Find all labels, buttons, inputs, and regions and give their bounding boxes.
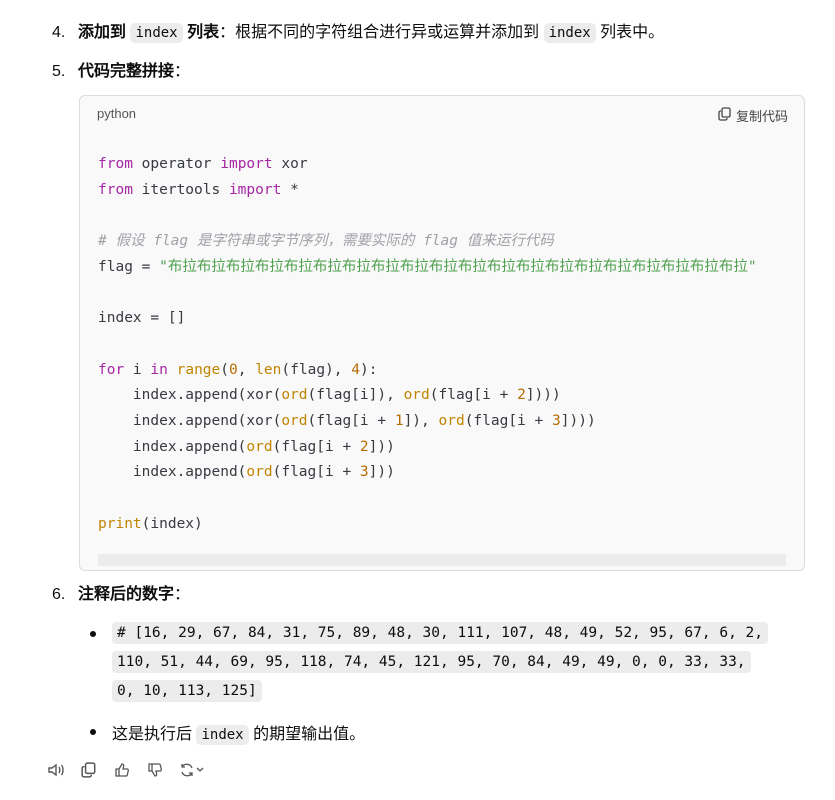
code-line: index.append(ord(flag[i + 3])) <box>98 460 757 486</box>
bullet-icon <box>90 729 96 735</box>
code-line: print(index) <box>98 512 757 538</box>
code-token: (flag[i + <box>272 464 360 481</box>
code-token: index.append( <box>98 464 247 481</box>
code-token: itertools <box>132 181 229 198</box>
code-token: ): <box>359 361 378 378</box>
code-token: "布拉布拉布拉布拉布拉布拉布拉布拉布拉布拉布拉布拉布拉布拉布拉布拉布拉布拉布拉布… <box>159 258 757 275</box>
code-token: 0 <box>229 361 238 378</box>
step-text: ：根据不同的字符组合进行异或运算并添加到 <box>219 24 540 41</box>
code-token: * <box>281 181 299 198</box>
code-line: # 假设 flag 是字符串或字节序列，需要实际的 flag 值来运行代码 <box>98 229 757 255</box>
code-token: ord <box>281 412 308 429</box>
code-token: (flag), <box>281 361 352 378</box>
code-token: range <box>176 361 221 378</box>
code-token: ]))) <box>525 387 561 404</box>
code-line <box>98 280 757 306</box>
code-token: print <box>98 515 142 532</box>
code-line: index = [] <box>98 306 757 332</box>
code-token: , <box>237 361 256 378</box>
code-token: xor <box>272 156 308 172</box>
regenerate-icon[interactable] <box>178 760 208 780</box>
step-4: 4.添加到 index 列表：根据不同的字符组合进行异或运算并添加到 index… <box>52 23 665 43</box>
copy-code-button[interactable]: 复制代码 <box>718 106 788 125</box>
bullet-icon <box>90 631 96 637</box>
code-token: index.append( <box>98 438 247 455</box>
step-5: 5.代码完整拼接： <box>52 63 191 80</box>
step-title: 列表 <box>187 24 220 41</box>
code-token: (index) <box>141 515 203 532</box>
code-token: ord <box>246 464 273 481</box>
inline-code: index <box>543 23 596 43</box>
expected-array: # [16, 29, 67, 84, 31, 75, 89, 48, 30, 1… <box>112 619 812 706</box>
code-token: for <box>98 361 125 378</box>
code-token: len <box>255 361 282 378</box>
code-token: in <box>150 361 168 378</box>
step-6: 6.注释后的数字： <box>52 586 191 603</box>
code-token: (flag[i]), <box>307 387 404 404</box>
array-line: # [16, 29, 67, 84, 31, 75, 89, 48, 30, 1… <box>112 622 769 644</box>
inline-code: index <box>196 725 249 745</box>
code-token: ]), <box>403 412 439 429</box>
message-actions <box>46 760 208 780</box>
code-token: import <box>220 156 273 172</box>
step-title: 添加到 <box>78 24 127 41</box>
horizontal-scrollbar[interactable] <box>98 554 786 566</box>
code-token: 3 <box>552 412 561 429</box>
step-text: 列表中。 <box>600 24 665 41</box>
code-token: ])) <box>368 464 395 481</box>
code-token: index.append(xor( <box>98 387 282 404</box>
code-token: 3 <box>359 464 369 481</box>
copy-icon[interactable] <box>79 760 99 780</box>
code-token: i <box>124 361 151 378</box>
code-token: operator <box>132 156 221 172</box>
code-token: import <box>228 181 282 198</box>
code-line: flag = "布拉布拉布拉布拉布拉布拉布拉布拉布拉布拉布拉布拉布拉布拉布拉布拉… <box>98 255 757 281</box>
thumbs-up-icon[interactable] <box>112 760 132 780</box>
code-line <box>98 332 757 358</box>
code-token: 2 <box>517 387 526 404</box>
step-title: 注释后的数字 <box>78 586 175 603</box>
code-token: from <box>98 181 133 198</box>
code-line <box>98 203 757 229</box>
code-token: ]))) <box>560 412 596 429</box>
thumbs-down-icon[interactable] <box>145 760 165 780</box>
code-token: from <box>98 156 133 172</box>
code-token: (flag[i + <box>429 387 518 404</box>
note: 这是执行后 index 的期望输出值。 <box>112 725 366 745</box>
code-token: (flag[i + <box>272 438 360 455</box>
code-token <box>168 362 177 378</box>
code-line: index.append(ord(flag[i + 2])) <box>98 435 757 461</box>
array-line: 110, 51, 44, 69, 95, 118, 74, 45, 121, 9… <box>112 651 751 673</box>
inline-code: index <box>130 23 183 43</box>
code-token: flag = <box>98 258 160 275</box>
array-line: 0, 10, 113, 125] <box>112 680 262 702</box>
code-line: index.append(xor(ord(flag[i + 1]), ord(f… <box>98 409 757 435</box>
code-token: (flag[i + <box>307 412 395 429</box>
code-token: index.append(xor( <box>98 412 282 429</box>
copy-icon <box>718 107 732 124</box>
code-line: for i in range(0, len(flag), 4): <box>98 358 757 384</box>
code-token: ord <box>438 412 465 429</box>
step-title: 代码完整拼接 <box>78 63 175 80</box>
code-line: from itertools import * <box>98 178 757 204</box>
code-token: 4 <box>351 361 360 378</box>
code-token: ord <box>403 387 430 404</box>
code-token: # 假设 flag 是字符串或字节序列，需要实际的 flag 值来运行代码 <box>98 233 554 250</box>
code-token: ( <box>220 361 229 378</box>
code-line: index.append(xor(ord(flag[i]), ord(flag[… <box>98 383 757 409</box>
code-line: from operator import xor <box>98 152 757 178</box>
code-token: 1 <box>394 412 404 429</box>
code-line <box>98 486 757 512</box>
code-token: ])) <box>368 438 395 455</box>
code-language: python <box>97 106 137 121</box>
code-token: 2 <box>359 438 369 455</box>
code-token: ord <box>246 438 273 455</box>
code-token: ord <box>281 387 308 404</box>
code-token: (flag[i + <box>464 412 553 429</box>
read-aloud-icon[interactable] <box>46 760 66 780</box>
code-token: index = [] <box>98 310 186 327</box>
